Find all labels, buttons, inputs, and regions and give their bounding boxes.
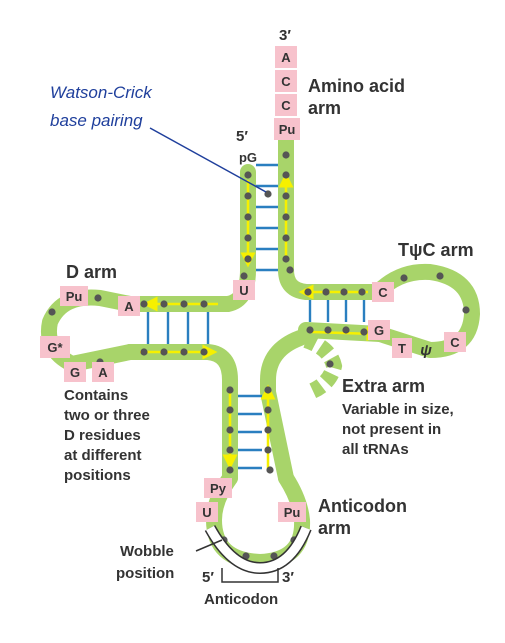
contains-note-line2: two or three — [64, 407, 150, 424]
contains-note-line4: at different — [64, 447, 142, 464]
nuc-c2-acceptor: C — [281, 98, 291, 113]
anticodon-arm-label-line2: arm — [318, 518, 351, 538]
nucleotide-dots — [48, 151, 470, 560]
nuc-u-anticodon: U — [202, 505, 211, 520]
nuc-psi-tarm: ψ — [420, 342, 432, 359]
nuc-py-anticodon: Py — [210, 481, 227, 496]
nuc-pu-darm: Pu — [66, 289, 83, 304]
acceptor-5prime-strand — [122, 164, 256, 312]
three-prime-top: 3′ — [279, 27, 291, 44]
anticodon-3prime-strand — [260, 330, 308, 486]
nuc-pu-anticodon: Pu — [284, 505, 301, 520]
watson-crick-label-line2: base pairing — [50, 111, 143, 130]
variable-note-line3: all tRNAs — [342, 441, 409, 458]
wobble-pointer — [195, 539, 223, 552]
wobble-label-line2: position — [116, 565, 174, 582]
contains-note-line5: positions — [64, 467, 131, 484]
anticodon-label: Anticodon — [204, 591, 278, 608]
variable-note-line1: Variable in size, — [342, 401, 454, 418]
nuc-a-darm: A — [124, 299, 134, 314]
watson-crick-label-line1: Watson-Crick — [50, 83, 153, 102]
nuc-u-junction: U — [239, 283, 248, 298]
nuc-gstar-darm: G* — [47, 340, 63, 355]
extra-arm-label: Extra arm — [342, 376, 425, 396]
nuc-pg: pG — [239, 150, 257, 165]
nuc-pu-acceptor: Pu — [279, 122, 296, 137]
nuc-a-acceptor: A — [281, 50, 291, 65]
five-prime-top: 5′ — [236, 128, 248, 145]
variable-note-line2: not present in — [342, 421, 441, 438]
nucleotide-boxes — [40, 46, 466, 522]
contains-note-line3: D residues — [64, 427, 141, 444]
wobble-label-line1: Wobble — [120, 543, 174, 560]
nuc-g-tarm: G — [374, 323, 384, 338]
five-prime-bottom: 5′ — [202, 569, 214, 586]
base-pairs — [146, 163, 366, 470]
amino-acid-arm-label-line1: Amino acid — [308, 76, 405, 96]
nuc-a2-darm: A — [98, 365, 108, 380]
nuc-g-darm: G — [70, 365, 80, 380]
watson-crick-pointer — [149, 127, 267, 193]
anticodon-arm-label-line1: Anticodon — [318, 496, 407, 516]
d-arm-label: D arm — [66, 262, 117, 282]
acceptor-3prime-strand — [278, 132, 386, 300]
extra-arm — [303, 332, 343, 400]
nuc-c2-tarm: C — [450, 335, 460, 350]
contains-note-line1: Contains — [64, 387, 128, 404]
nuc-t-tarm: T — [398, 341, 406, 356]
anticodon-bracket — [221, 568, 279, 583]
nuc-c-tarm: C — [378, 285, 388, 300]
three-prime-bottom: 3′ — [282, 569, 294, 586]
tpsic-arm-label: TψC arm — [398, 240, 474, 260]
amino-acid-arm-label-line2: arm — [308, 98, 341, 118]
nuc-c1-acceptor: C — [281, 74, 291, 89]
